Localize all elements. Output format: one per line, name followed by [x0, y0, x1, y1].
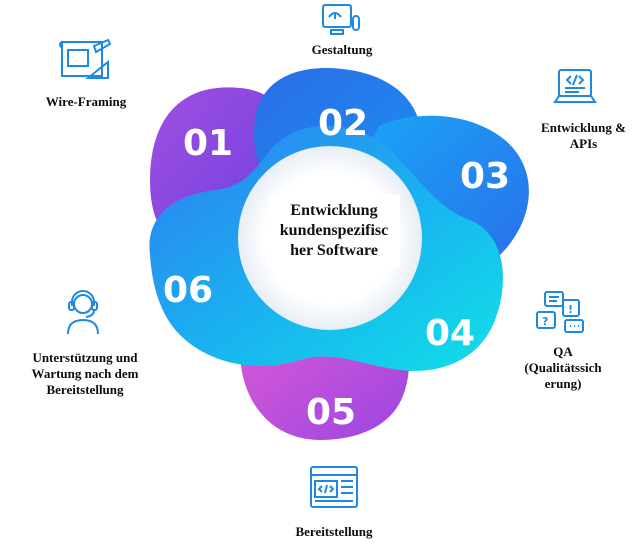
stage-number-03: 03 [460, 156, 510, 197]
svg-text:?: ? [542, 315, 548, 328]
monitor-design-icon [322, 4, 360, 35]
svg-text:!: ! [568, 303, 573, 316]
stage-label-02: Gestaltung [311, 42, 373, 57]
stage-label-03: Entwicklung & APIs [541, 120, 626, 151]
headset-support-icon [67, 290, 99, 335]
center-title: Entwicklung kundenspezifisc her Software [279, 202, 389, 259]
chat-question-icon: ? ! [536, 291, 584, 333]
browser-code-icon [310, 466, 358, 508]
stage-label-06: Unterstützung und Wartung nach dem Berei… [31, 350, 139, 397]
stage-label-01: Wire-Framing [45, 94, 127, 109]
blueprint-ruler-icon [59, 38, 112, 79]
stage-number-06: 06 [163, 270, 213, 311]
stage-label-04: QA (Qualitätssich erung) [524, 344, 602, 391]
laptop-code-icon [553, 69, 597, 103]
stage-number-01: 01 [183, 123, 233, 164]
center-title-box: Entwicklung kundenspezifisc her Software [268, 195, 400, 267]
stage-number-02: 02 [318, 103, 368, 144]
stage-label-05: Bereitstellung [295, 524, 373, 539]
stage-number-04: 04 [425, 313, 475, 354]
stage-number-05: 05 [306, 392, 356, 433]
